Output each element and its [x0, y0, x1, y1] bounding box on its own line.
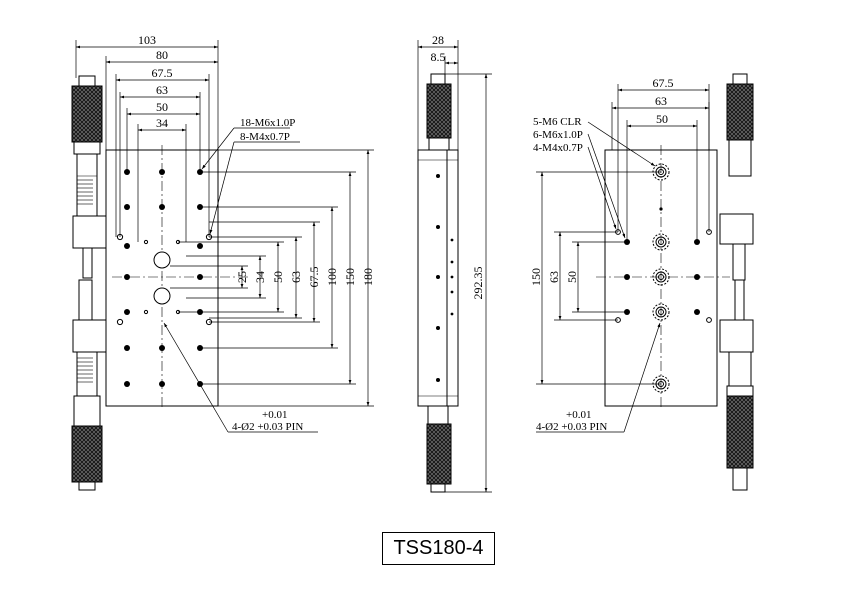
dim-80: 80 [156, 48, 168, 62]
back-horizontal-dimensions [611, 84, 710, 242]
front-pin-tolerance: +0.01 [262, 409, 287, 421]
dim-50: 50 [156, 100, 168, 114]
back-callout-m6-clr: 5-M6 CLR [533, 116, 582, 128]
front-vertical-dimensions [170, 149, 374, 407]
front-pin-callout: 4-Ø2 +0.03 PIN [232, 421, 303, 433]
side-view [417, 73, 459, 493]
back-callout-m4-thread: 4-M4x0.7P [533, 142, 583, 154]
back-vertical-dimensions [536, 171, 661, 385]
dim-67-5: 67.5 [152, 66, 173, 80]
back-dim-v-63: 63 [547, 271, 561, 283]
front-thread-callout-m6: 18-M6x1.0P [240, 117, 295, 129]
front-horizontal-dimensions [75, 40, 219, 242]
back-callout-m6-thread: 6-M6x1.0P [533, 129, 583, 141]
dim-v-50: 50 [271, 271, 285, 283]
dim-v-34: 34 [253, 271, 267, 283]
side-dim-labels: 28 8.5 292.35 [431, 33, 486, 300]
dim-v-63: 63 [289, 271, 303, 283]
dim-8-5: 8.5 [431, 50, 446, 64]
front-horizontal-dim-labels: 103 80 67.5 63 50 34 [138, 33, 173, 130]
back-dim-v-50: 50 [565, 271, 579, 283]
back-pin-callout: 4-Ø2 +0.03 PIN [536, 421, 607, 433]
back-dim-67-5: 67.5 [653, 76, 674, 90]
dim-103: 103 [138, 33, 156, 47]
dim-28: 28 [432, 33, 444, 47]
front-callout-leaders [163, 127, 318, 433]
front-vertical-dim-labels: 25 34 50 63 67.5 100 150 180 [235, 267, 375, 288]
back-vertical-dim-labels: 150 63 50 [529, 268, 579, 286]
back-pin-tolerance: +0.01 [566, 409, 591, 421]
side-dimensions [417, 40, 492, 493]
front-micrometer-bottom [71, 351, 103, 491]
front-callouts: 18-M6x1.0P 8-M4x0.7P +0.01 4-Ø2 +0.03 PI… [232, 117, 303, 433]
back-dim-63: 63 [655, 94, 667, 108]
dim-292-35: 292.35 [471, 267, 485, 300]
dim-63: 63 [156, 83, 168, 97]
model-label-box: TSS180-4 [382, 532, 495, 565]
model-label: TSS180-4 [393, 537, 484, 559]
back-horizontal-dim-labels: 67.5 63 50 [653, 76, 674, 126]
back-view [596, 73, 754, 491]
dim-v-100: 100 [325, 268, 339, 286]
front-view [71, 75, 250, 491]
back-dim-50: 50 [656, 112, 668, 126]
front-thread-callout-m4: 8-M4x0.7P [240, 131, 290, 143]
back-dim-v-150: 150 [529, 268, 543, 286]
front-micrometer-top [71, 75, 107, 353]
back-callout-leaders [536, 121, 661, 433]
dim-34: 34 [156, 116, 168, 130]
dim-v-180: 180 [361, 268, 375, 286]
back-callouts: 5-M6 CLR 6-M6x1.0P 4-M4x0.7P +0.01 4-Ø2 … [533, 116, 607, 433]
dim-v-150: 150 [343, 268, 357, 286]
dim-v-67-5: 67.5 [307, 267, 321, 288]
dim-v-25: 25 [235, 271, 249, 283]
